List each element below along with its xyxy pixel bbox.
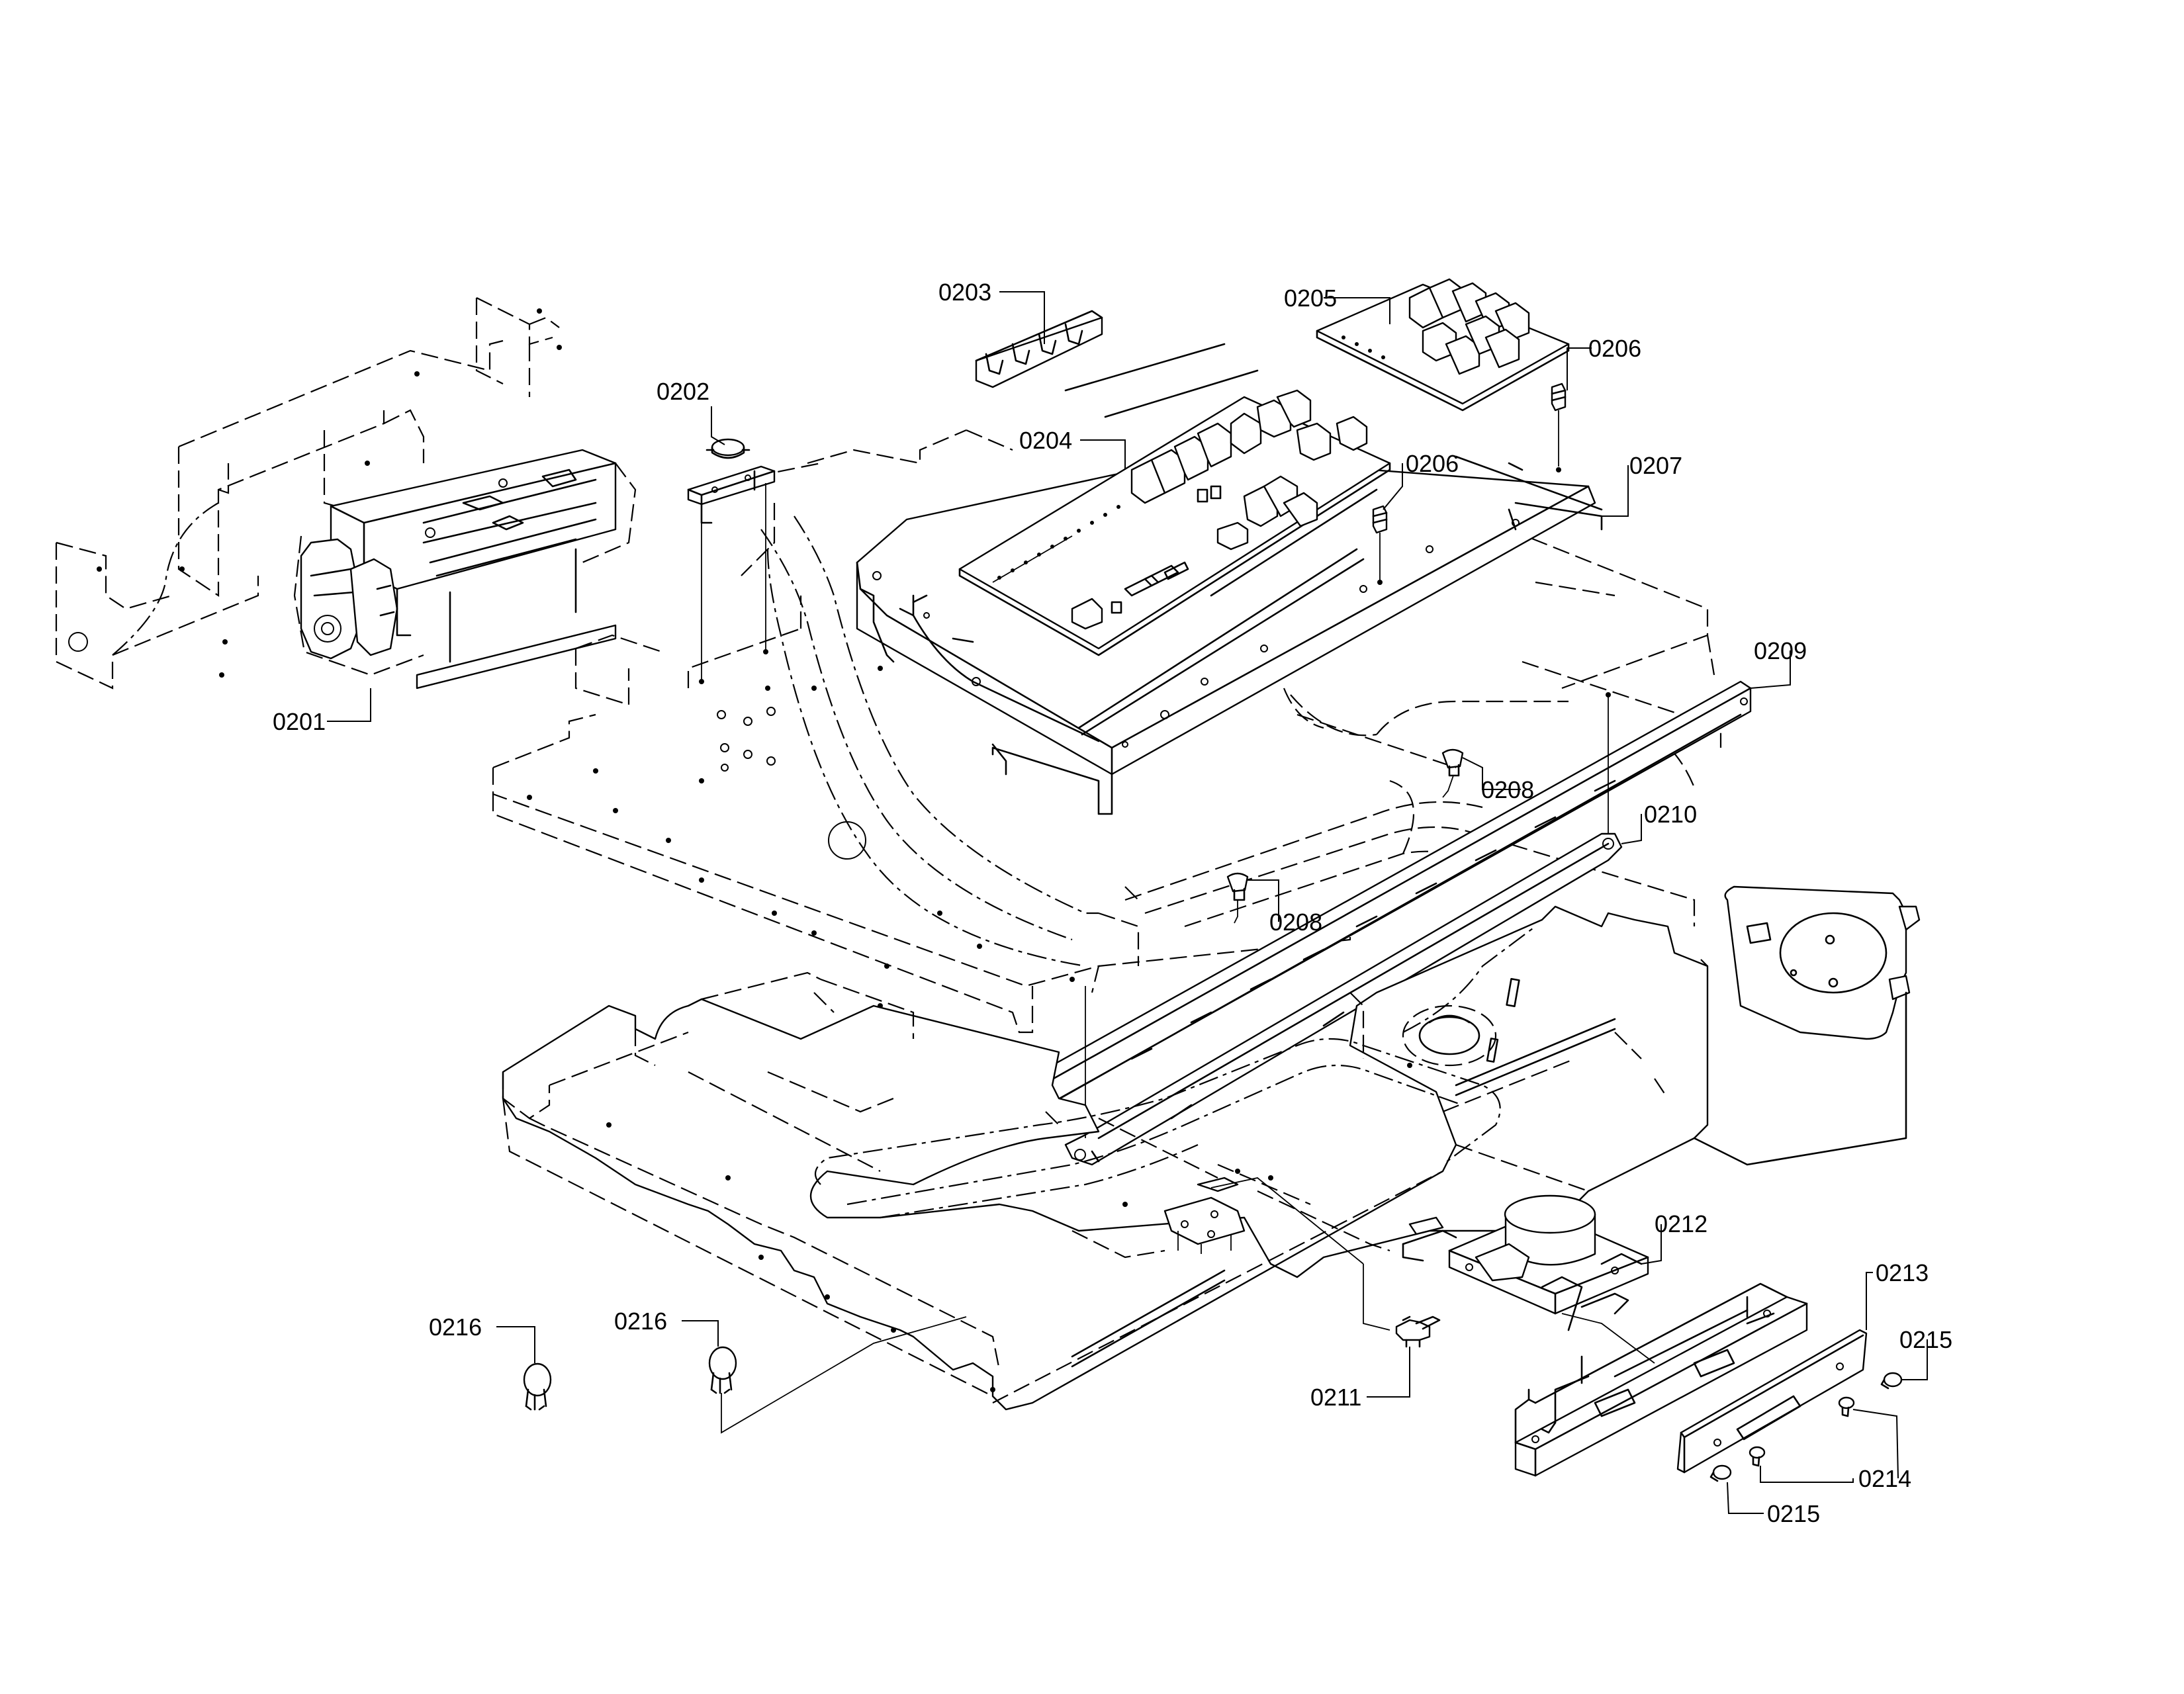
label-0216-left: 0216 <box>429 1314 482 1341</box>
label-0214: 0214 <box>1858 1465 1911 1492</box>
part-0203-connector-clip <box>975 310 1103 388</box>
label-0208-lower: 0208 <box>1269 909 1322 936</box>
label-0208-upper: 0208 <box>1481 776 1534 803</box>
label-0203: 0203 <box>938 279 991 306</box>
base-pan-outline <box>492 429 1722 1034</box>
screw-0215-upper <box>1880 1372 1903 1390</box>
label-0213: 0213 <box>1876 1259 1929 1286</box>
center-bracket <box>1163 1177 1390 1331</box>
right-side-panel <box>1514 1282 1808 1477</box>
label-0202: 0202 <box>657 378 709 405</box>
label-0216-right: 0216 <box>614 1308 667 1335</box>
part-0206-standoffs <box>1372 382 1567 585</box>
label-0207: 0207 <box>1629 452 1682 479</box>
label-0209: 0209 <box>1754 637 1807 664</box>
screw-0214-right <box>1838 1396 1855 1417</box>
fan-cover-plate <box>1693 885 1921 1166</box>
screw-0215-lower <box>1709 1464 1732 1482</box>
part-0216-clips <box>523 1316 967 1434</box>
label-0215-lower: 0215 <box>1767 1500 1820 1527</box>
clip-0216-right <box>708 1316 967 1434</box>
leader-lines <box>327 291 1928 1514</box>
label-0205: 0205 <box>1284 285 1337 312</box>
part-0211-thermostat <box>1395 1315 1441 1348</box>
screws-0214-0215 <box>1709 1372 1903 1482</box>
label-0201: 0201 <box>273 708 326 735</box>
label-0215-upper: 0215 <box>1899 1326 1952 1353</box>
label-0211: 0211 <box>1310 1384 1361 1411</box>
part-0213-front-plate <box>1676 1329 1868 1474</box>
rear-housing-outline <box>55 297 562 690</box>
label-0204: 0204 <box>1019 427 1072 454</box>
part-0202-thermostat <box>687 438 776 684</box>
label-0212: 0212 <box>1655 1210 1707 1237</box>
part-0208-plugs <box>1226 748 1464 924</box>
part-0201-assembly <box>293 449 637 690</box>
part-0205-relay-board <box>1316 278 1570 412</box>
part-labels: 0201 0202 0203 0204 0205 0206 0206 0207 … <box>273 279 1952 1527</box>
label-0206-lower: 0206 <box>1406 450 1459 477</box>
clip-0216-left <box>523 1362 552 1411</box>
label-0210: 0210 <box>1644 801 1697 828</box>
part-0204-control-board <box>958 389 1391 656</box>
part-0212-motor-assembly <box>1402 1194 1655 1364</box>
screw-0214-left <box>1749 1446 1766 1467</box>
bottom-chassis <box>502 905 1709 1411</box>
label-0206-upper: 0206 <box>1588 335 1641 362</box>
